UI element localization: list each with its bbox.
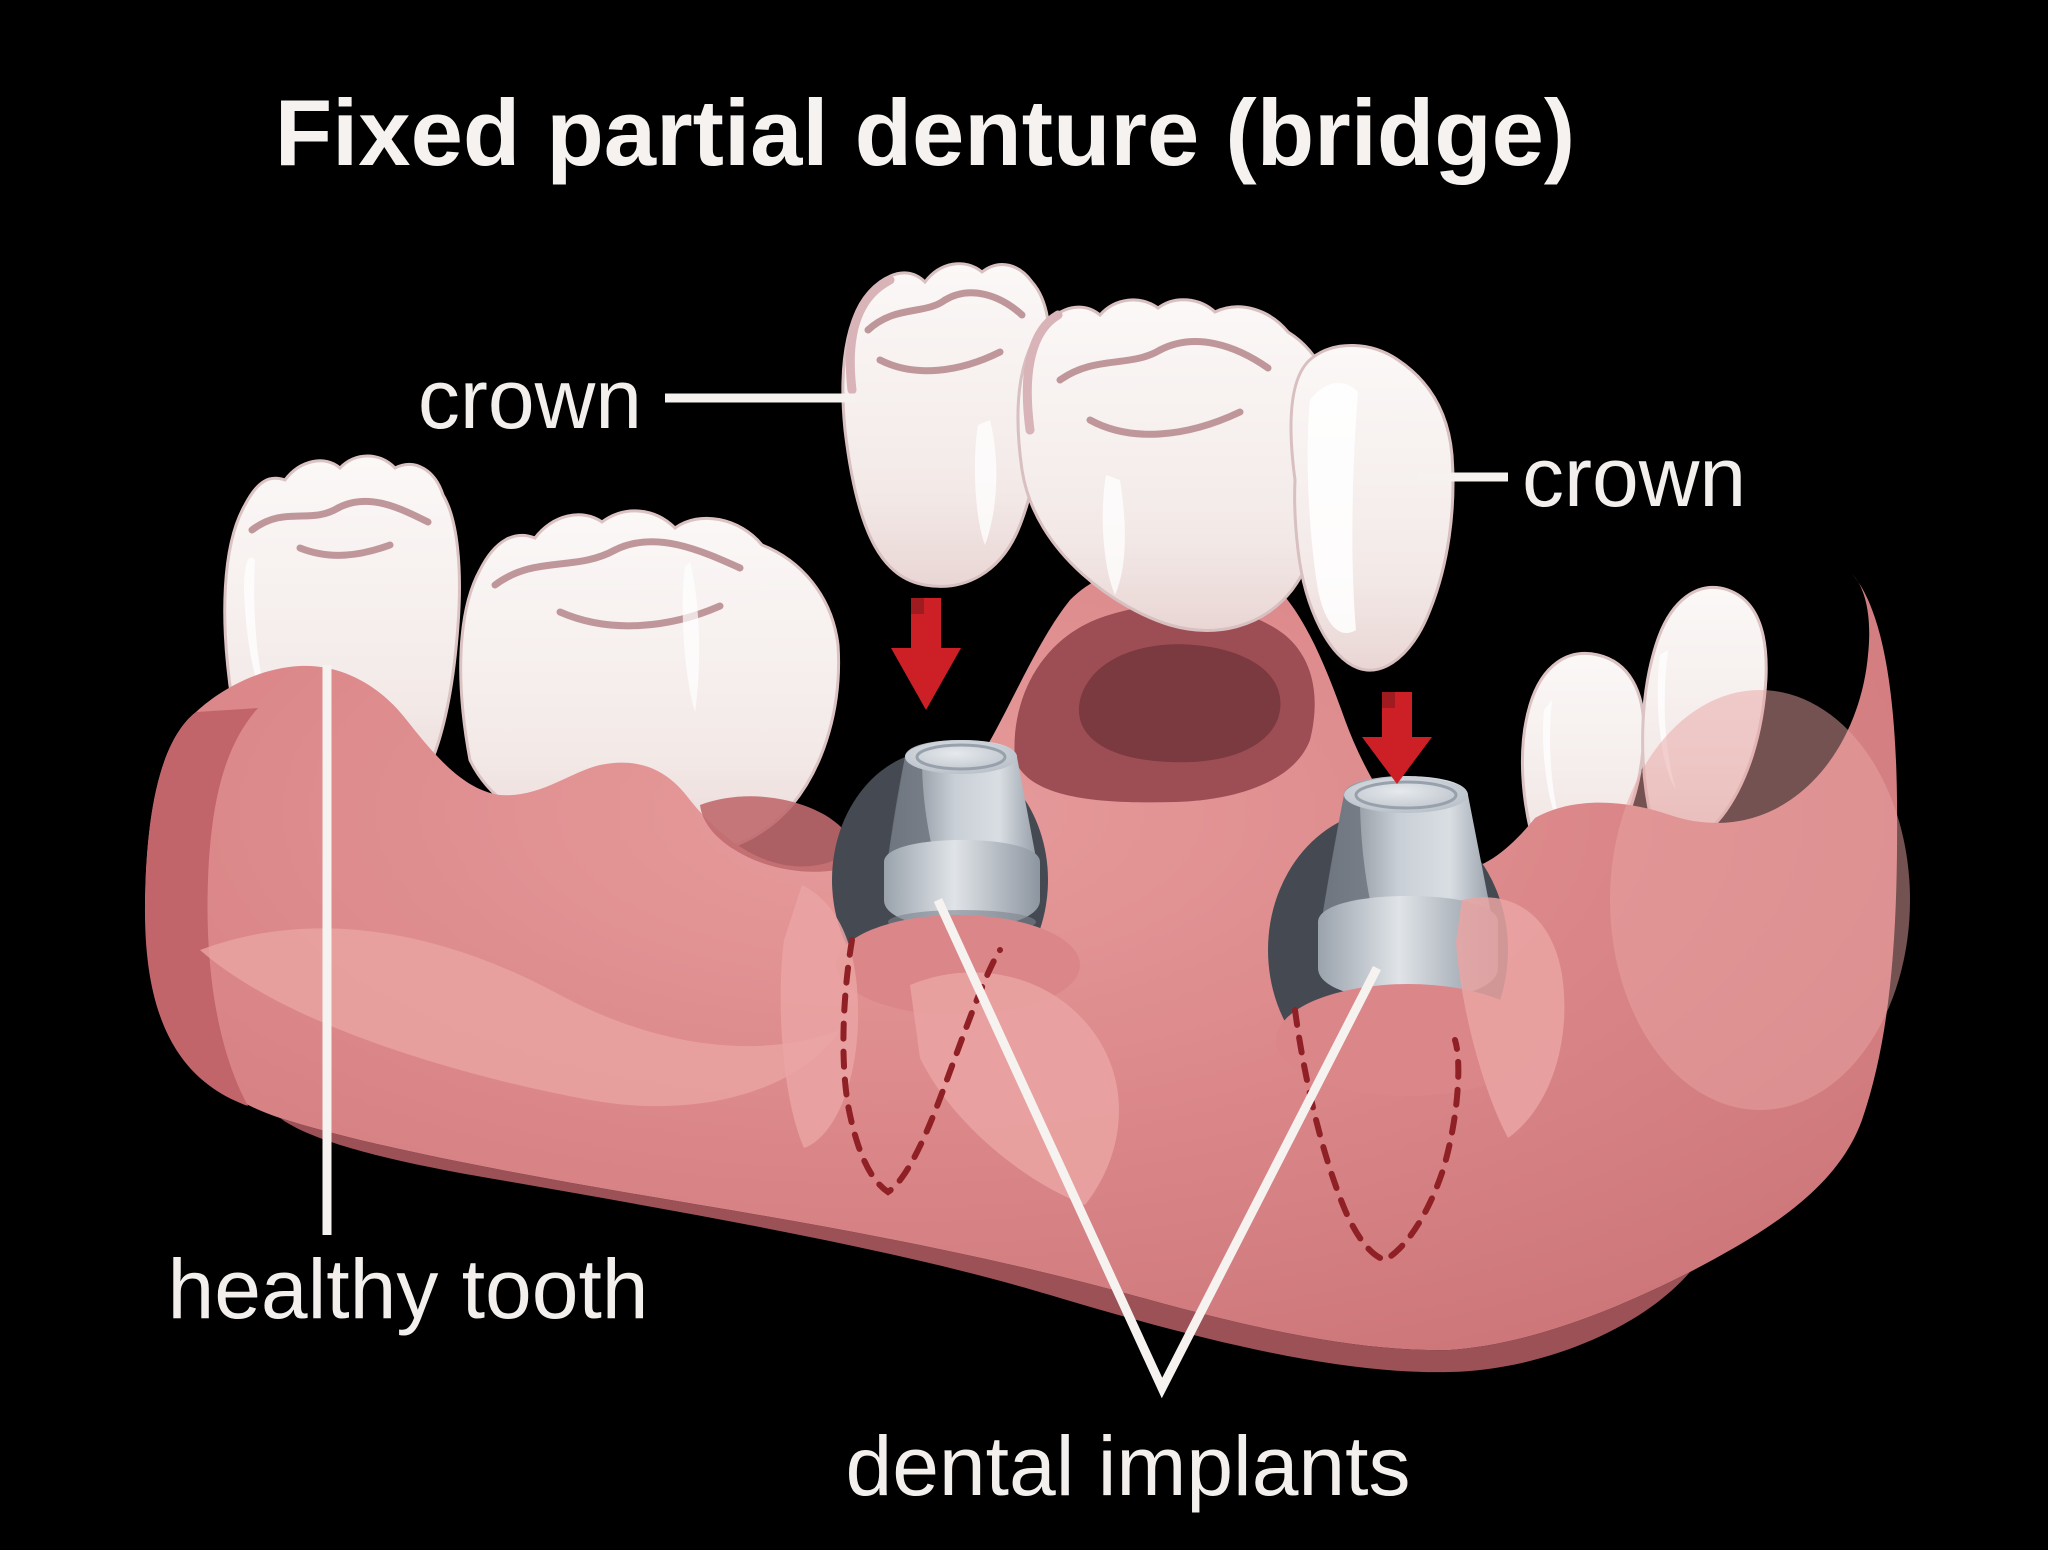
page-title: Fixed partial denture (bridge) (275, 80, 1576, 185)
gum-mounds (780, 885, 1565, 1205)
implant-left-collar (884, 840, 1040, 928)
bridge-crown-middle-occlusal (1022, 310, 1272, 438)
molar-1-occlusal-detail (248, 497, 432, 559)
bridge-crown-left-occlusal (845, 275, 1026, 395)
healthy-tooth-label: healthy tooth (167, 1242, 648, 1336)
bridge-crown-middle-gloss (1102, 475, 1125, 595)
dental-implants-label: dental implants (846, 1419, 1411, 1513)
gum-right-highlight (1610, 690, 1910, 1110)
bridge (841, 262, 1455, 672)
gum (144, 559, 1910, 1373)
gum-lobe-center (910, 972, 1119, 1205)
bridge-crown-middle (1016, 298, 1337, 632)
incisor-1-gloss (1542, 700, 1562, 830)
root-outlines (840, 937, 1462, 1264)
gum-left-edge-shadow (144, 708, 258, 1106)
leader-lines (322, 393, 1508, 1399)
gum-lobe-left-of-implant (780, 885, 859, 1148)
down-arrow-left-icon (891, 598, 961, 710)
gum-front-highlight-band (200, 928, 840, 1107)
down-arrow-right-icon (1362, 692, 1432, 784)
placement-arrows (891, 598, 1432, 784)
implant-right-top-ring (1354, 780, 1458, 810)
incisor-2-gloss (1657, 650, 1676, 790)
molar-2-gloss (682, 562, 700, 712)
bridge-crown-left-gloss (974, 420, 997, 545)
molar-2-occlusal-detail (491, 538, 744, 630)
crown-left-label: crown (418, 352, 642, 446)
crown-right-label: crown (1522, 430, 1746, 524)
socket-bowl-inner (1078, 644, 1281, 763)
gum-shadow-left-of-implant (700, 796, 857, 872)
molar-1-gloss (244, 557, 272, 712)
implant-right-collar (1318, 896, 1498, 1000)
implant-left-top-ring (915, 743, 1007, 771)
dental-implants-leader-line (933, 898, 1382, 1399)
root-outline-right (1292, 1007, 1462, 1264)
bridge-crown-right-gloss (1307, 382, 1358, 634)
gum-lobe-right-of-implant (1456, 897, 1565, 1138)
root-outline-left (840, 937, 1003, 1196)
gum-bottom-shadow (280, 1118, 1690, 1373)
